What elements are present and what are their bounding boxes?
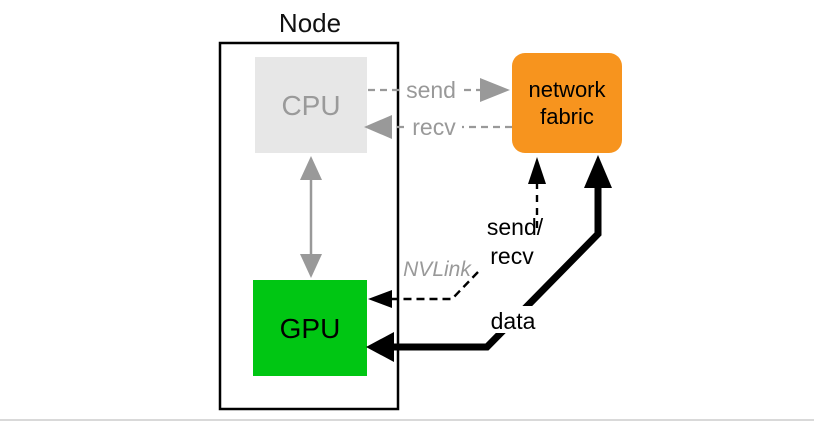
send-recv-label-line2: recv <box>490 243 534 269</box>
network-fabric-label-line2: fabric <box>540 104 594 129</box>
network-fabric-box <box>512 53 622 153</box>
nvlink-arrow: NVLink <box>368 258 479 308</box>
data-arrowhead-left <box>366 332 394 362</box>
cpu-box <box>255 57 367 153</box>
gpu-label: GPU <box>280 313 341 344</box>
network-fabric-label-line1: network <box>528 77 606 102</box>
node-title: Node <box>279 8 341 38</box>
recv-arrow: recv <box>364 113 512 140</box>
nvlink-label: NVLink <box>403 258 472 281</box>
cpu-gpu-link-arrow <box>300 156 322 278</box>
send-label: send <box>406 77 456 103</box>
cpu-gpu-arrowhead-down <box>300 254 322 278</box>
data-arrow-shaft <box>390 184 602 351</box>
recv-arrowhead <box>364 115 392 139</box>
data-arrowhead-up <box>584 155 612 188</box>
gpu-box <box>253 280 367 376</box>
send-arrow: send <box>368 76 510 103</box>
data-label-mask <box>485 306 541 333</box>
send-recv-arrow: send/ recv <box>487 157 546 269</box>
data-label: data <box>491 308 536 334</box>
data-arrow: data <box>366 155 612 362</box>
nvlink-arrowhead <box>368 290 392 308</box>
send-recv-label-line1: send/ <box>487 214 544 240</box>
recv-label-mask <box>406 113 462 139</box>
node-box <box>218 41 400 411</box>
send-arrowhead <box>480 78 510 102</box>
cpu-gpu-arrowhead-up <box>300 156 322 180</box>
send-recv-arrowhead <box>528 157 546 184</box>
cpu-label: CPU <box>281 90 340 121</box>
recv-label: recv <box>412 114 456 140</box>
send-label-mask <box>402 76 460 102</box>
